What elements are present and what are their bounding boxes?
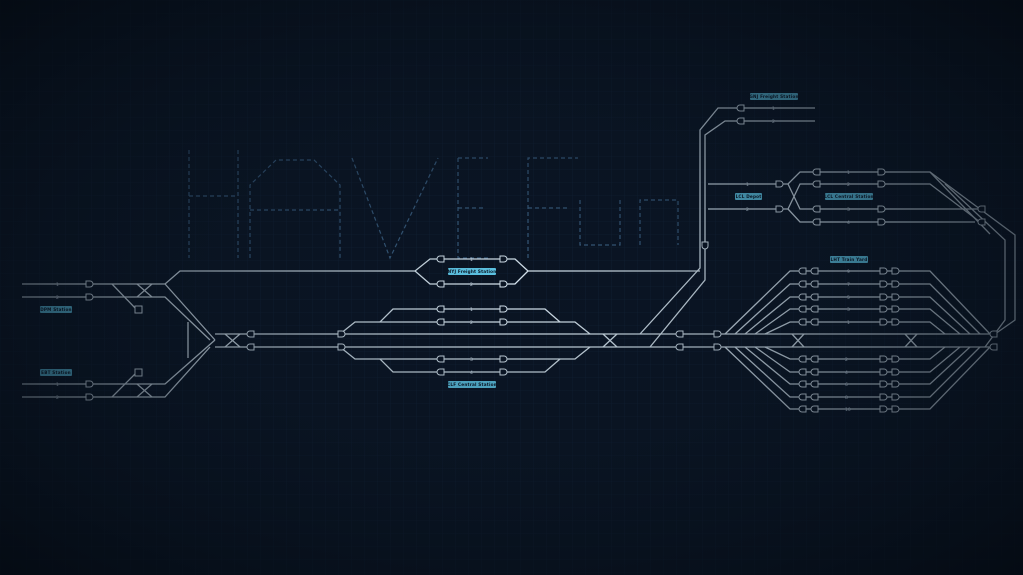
- signal-icon[interactable]: [891, 280, 900, 288]
- station-label-clf[interactable]: CLF Central Station: [447, 381, 497, 388]
- svg-text:2: 2: [746, 207, 749, 213]
- svg-text:4: 4: [470, 370, 473, 376]
- svg-text:2: 2: [847, 182, 850, 188]
- signal-icon[interactable]: [798, 280, 807, 288]
- signal-icon[interactable]: [879, 380, 888, 388]
- signal-icon[interactable]: [798, 318, 807, 326]
- svg-text:4: 4: [847, 220, 850, 226]
- signal-icon[interactable]: [879, 368, 888, 376]
- svg-text:LCL Central Station: LCL Central Station: [824, 194, 874, 199]
- signal-icon[interactable]: [891, 368, 900, 376]
- track-number: 2: [845, 357, 848, 363]
- track-number: 3: [847, 307, 850, 313]
- signal-icon[interactable]: [891, 393, 900, 401]
- signal-icon[interactable]: [891, 318, 900, 326]
- svg-text:1: 1: [56, 382, 59, 388]
- svg-text:LHT Train Yard: LHT Train Yard: [831, 257, 868, 262]
- signal-icon[interactable]: [798, 368, 807, 376]
- track-number: 10: [845, 407, 851, 413]
- svg-text:3: 3: [470, 357, 473, 363]
- station-label-nyj[interactable]: NYJ Freight Station: [448, 268, 497, 275]
- signal-icon[interactable]: [798, 380, 807, 388]
- station-label-gnj[interactable]: GNJ Freight Station: [749, 93, 798, 100]
- signal-icon[interactable]: [891, 355, 900, 363]
- signal-icon[interactable]: [891, 405, 900, 413]
- signal-icon[interactable]: [810, 318, 819, 326]
- signal-icon[interactable]: [810, 293, 819, 301]
- signal-icon[interactable]: [798, 293, 807, 301]
- svg-text:1: 1: [746, 182, 749, 188]
- signal-icon[interactable]: [891, 380, 900, 388]
- svg-text:1: 1: [772, 106, 775, 112]
- depot-icon[interactable]: [134, 305, 143, 314]
- signal-icon[interactable]: [879, 293, 888, 301]
- station-label-lcl-depot[interactable]: LCL Depot: [735, 193, 762, 200]
- signal-icon[interactable]: [810, 280, 819, 288]
- svg-text:2: 2: [470, 282, 473, 288]
- signal-icon[interactable]: [810, 355, 819, 363]
- signal-icon[interactable]: [810, 393, 819, 401]
- svg-text:1: 1: [56, 282, 59, 288]
- track-number: 5: [847, 295, 850, 301]
- svg-text:2: 2: [470, 320, 473, 326]
- svg-text:1: 1: [847, 170, 850, 176]
- svg-text:2: 2: [56, 295, 59, 301]
- svg-text:1: 1: [470, 257, 473, 263]
- signal-icon[interactable]: [798, 393, 807, 401]
- signal-icon[interactable]: [810, 305, 819, 313]
- signal-icon[interactable]: [879, 405, 888, 413]
- svg-text:GNJ Freight Station: GNJ Freight Station: [749, 94, 798, 99]
- signal-icon[interactable]: [810, 380, 819, 388]
- signal-icon[interactable]: [798, 267, 807, 275]
- signal-icon[interactable]: [879, 280, 888, 288]
- signal-icon[interactable]: [879, 393, 888, 401]
- svg-text:EBT Station: EBT Station: [41, 370, 71, 375]
- track-number: 7: [847, 282, 850, 288]
- station-label-lcl-central[interactable]: LCL Central Station: [824, 193, 874, 200]
- signal-icon[interactable]: [879, 318, 888, 326]
- signal-icon[interactable]: [879, 355, 888, 363]
- track-number: 8: [845, 395, 848, 401]
- svg-text:DPM Station: DPM Station: [40, 307, 72, 312]
- depot-icon[interactable]: [134, 368, 143, 377]
- svg-text:2: 2: [772, 119, 775, 125]
- signal-icon[interactable]: [891, 305, 900, 313]
- signal-icon[interactable]: [798, 405, 807, 413]
- svg-text:LCL Depot: LCL Depot: [736, 194, 762, 199]
- station-label-dpm[interactable]: DPM Station: [40, 306, 72, 313]
- svg-text:NYJ Freight Station: NYJ Freight Station: [448, 269, 497, 274]
- signal-icon[interactable]: [879, 305, 888, 313]
- signal-icon[interactable]: [879, 267, 888, 275]
- signal-icon[interactable]: [798, 355, 807, 363]
- signal-icon[interactable]: [810, 368, 819, 376]
- signal-icon[interactable]: [891, 293, 900, 301]
- signal-icon[interactable]: [810, 267, 819, 275]
- svg-text:1: 1: [470, 307, 473, 313]
- svg-text:CLF Central Station: CLF Central Station: [447, 382, 497, 387]
- signal-icon[interactable]: [810, 405, 819, 413]
- station-label-lht[interactable]: LHT Train Yard: [830, 256, 868, 263]
- svg-text:2: 2: [56, 395, 59, 401]
- signal-icon[interactable]: [798, 305, 807, 313]
- station-label-ebt[interactable]: EBT Station: [40, 369, 72, 376]
- track-number: 6: [845, 382, 848, 388]
- track-number: 9: [847, 269, 850, 275]
- track-number: 1: [847, 320, 850, 326]
- track-number: 4: [845, 370, 848, 376]
- svg-text:3: 3: [847, 207, 850, 213]
- signal-icon[interactable]: [891, 267, 900, 275]
